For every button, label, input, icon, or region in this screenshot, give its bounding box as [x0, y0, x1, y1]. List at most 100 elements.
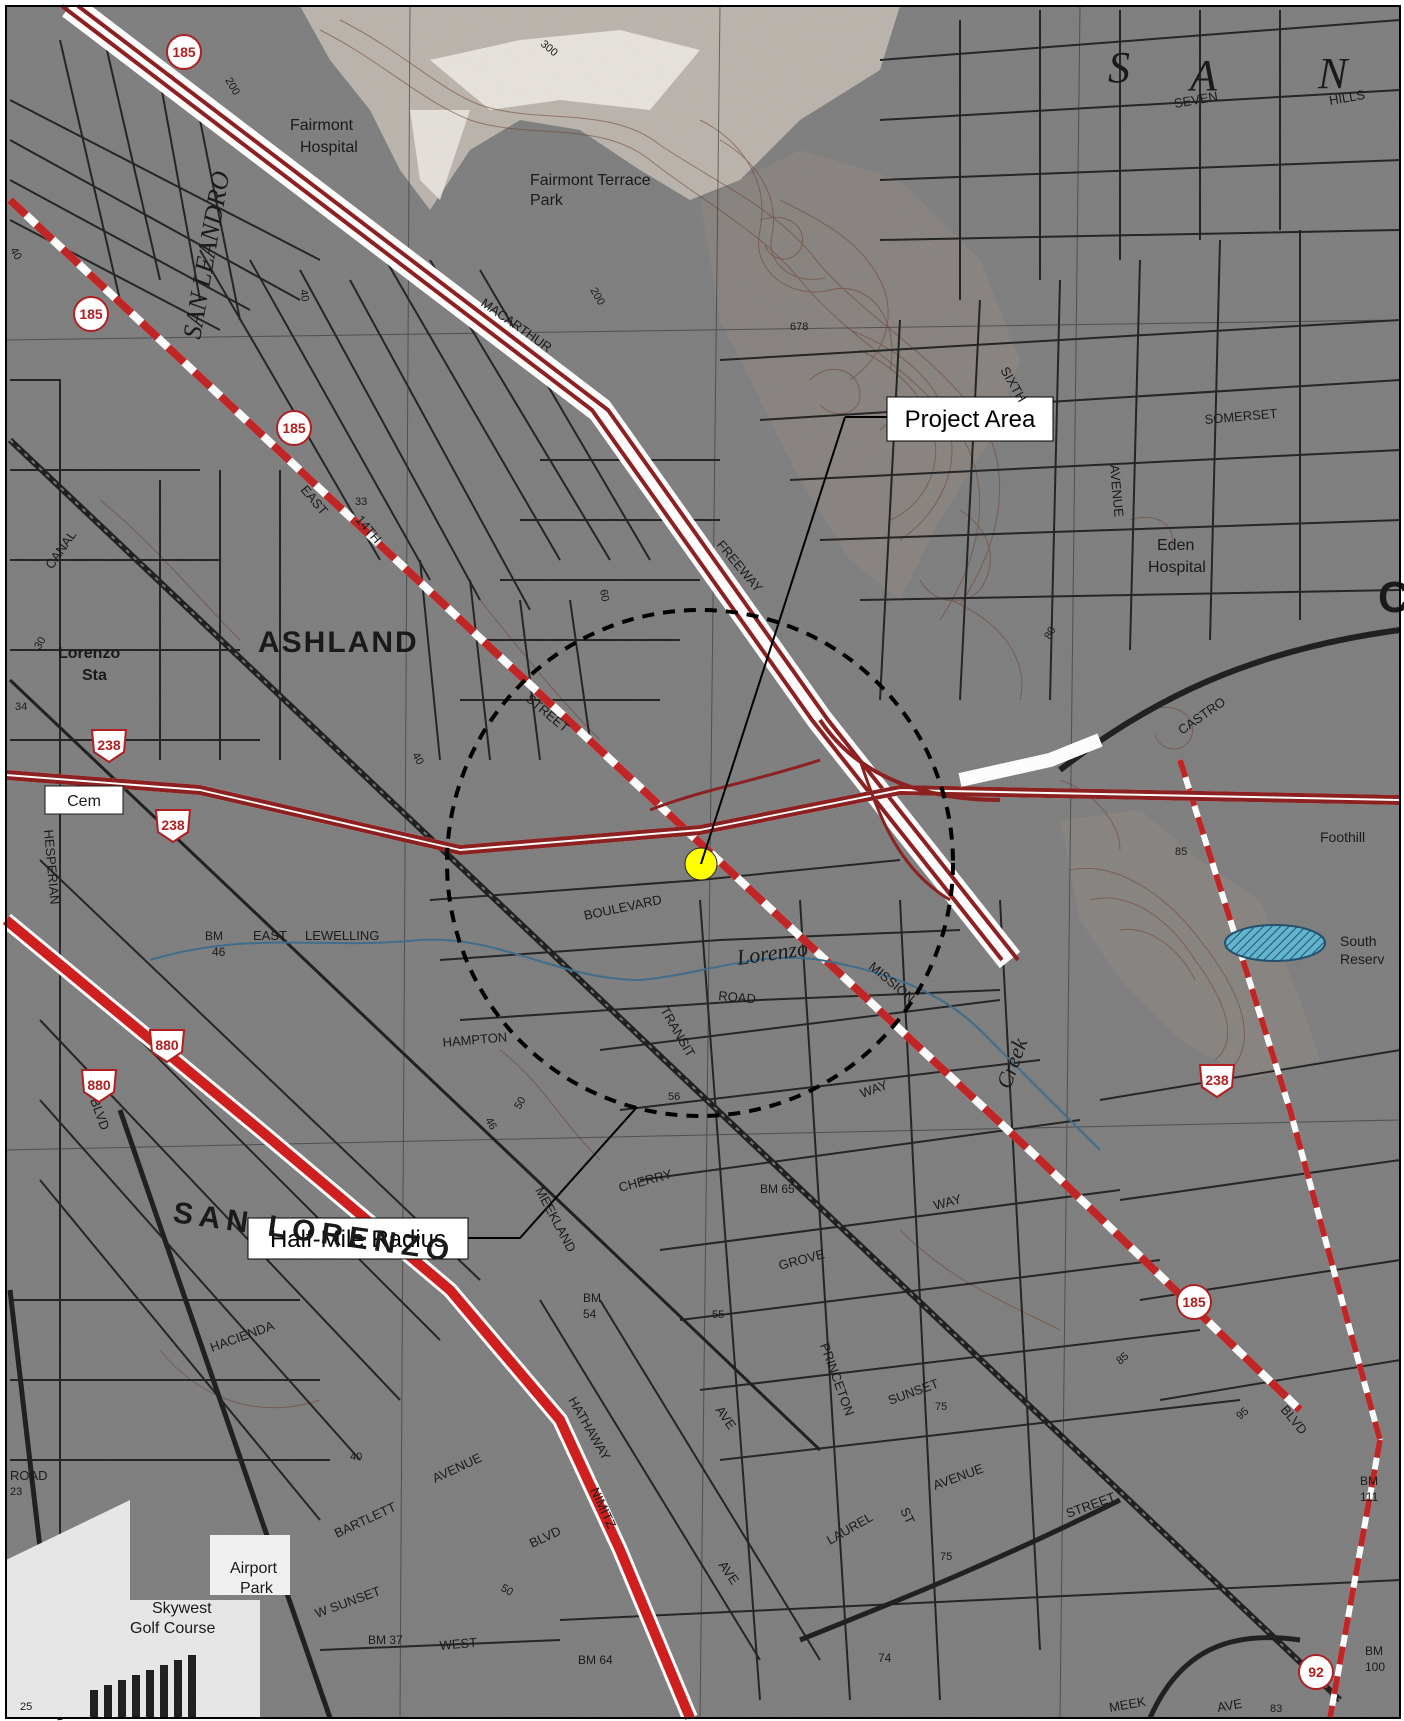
bm-64: BM 64 — [578, 1653, 613, 1667]
street-road-1: ROAD — [718, 988, 757, 1006]
region-letter: S — [1108, 43, 1130, 92]
elevation-label: 55 — [712, 1309, 724, 1321]
airport-park-1: Airport — [230, 1560, 278, 1577]
half-mile-radius-label: Half-Mile Radius — [270, 1226, 446, 1253]
cem: Cem — [67, 793, 101, 810]
svg-text:238: 238 — [97, 737, 121, 753]
bm-46-1: BM — [205, 929, 223, 943]
bm-100-1: BM — [1365, 1644, 1383, 1658]
elevation-label: 40 — [297, 288, 311, 302]
region-letter: A — [1187, 51, 1218, 100]
svg-text:238: 238 — [1205, 1072, 1229, 1088]
bm-37: BM 37 — [368, 1633, 403, 1647]
route-shield: 185 — [276, 410, 312, 446]
svg-text:185: 185 — [79, 306, 103, 322]
bm-100-2: 100 — [1365, 1660, 1385, 1674]
street-avenue-n: AVENUE — [1107, 464, 1127, 518]
fairmont-hospital-1: Fairmont — [290, 117, 354, 134]
route-shield: 185 — [73, 296, 109, 332]
half-mile-callout: Half-Mile Radius — [247, 1217, 469, 1260]
street-somerset: SOMERSET — [1204, 406, 1278, 427]
benchmark-labels: BM 46 BM 65 BM 54 BM 37 BM 64 74 BM 111 … — [205, 929, 1385, 1674]
elevation-label: 40 — [350, 1451, 362, 1463]
street-hesperian: HESPERIAN — [41, 829, 62, 905]
elevation-label: 60 — [597, 588, 611, 602]
bm-54-1: BM — [583, 1291, 601, 1305]
route-shields: 185 185 185 238 238 880 880 238 185 92 — [73, 34, 1334, 1690]
bm-65: BM 65 — [760, 1182, 795, 1196]
fairmont-terrace-2: Park — [530, 192, 564, 209]
region-letters: S A N C — [1108, 43, 1404, 622]
street-hills: HILLS — [1328, 87, 1367, 108]
elevation-label: 33 — [355, 496, 367, 508]
route-shield: 238 — [1198, 1064, 1236, 1099]
project-area-leader — [700, 416, 846, 865]
elevation-label: 34 — [15, 701, 27, 713]
street-way-2: WAY — [932, 1191, 963, 1213]
svg-text:185: 185 — [282, 420, 306, 436]
route-shield: 238 — [90, 729, 128, 764]
elevation-label: 25 — [20, 1701, 32, 1713]
elevation-label: 83 — [1270, 1703, 1282, 1715]
fairmont-hospital-2: Hospital — [300, 139, 358, 156]
route-shield: 92 — [1298, 1654, 1334, 1690]
bm-111-1: BM — [1360, 1474, 1378, 1488]
lorenzo-sta-2: Sta — [82, 667, 107, 684]
street-road-2: ROAD — [10, 1468, 48, 1483]
elevation-label: 85 — [1175, 846, 1187, 858]
svg-text:92: 92 — [1308, 1664, 1324, 1680]
bm-111-2: 111 — [1360, 1490, 1379, 1504]
project-area-label: Project Area — [905, 406, 1036, 433]
lorenzo-sta-1: Lorenzo — [58, 645, 120, 662]
route-shield: 238 — [154, 809, 192, 844]
street-east-lewelling-1: EAST — [253, 928, 287, 943]
route-shield: 880 — [148, 1029, 186, 1064]
elevation-label: 40 — [7, 246, 24, 263]
elevation-label: 56 — [668, 1091, 680, 1103]
region-letter: N — [1317, 49, 1350, 98]
svg-text:185: 185 — [1182, 1294, 1206, 1310]
svg-text:880: 880 — [87, 1077, 111, 1093]
route-shield: 185 — [1176, 1284, 1212, 1320]
svg-text:185: 185 — [172, 44, 196, 60]
street-west: WEST — [439, 1635, 478, 1653]
street-ave-3: AVE — [1216, 1696, 1244, 1715]
place-ashland: ASHLAND — [258, 626, 419, 659]
street-east-lewelling-2: LEWELLING — [305, 928, 379, 943]
elevation-label: 75 — [940, 1551, 952, 1563]
eden-hospital-2: Hospital — [1148, 559, 1206, 576]
elevation-label: 23 — [10, 1486, 22, 1498]
street-hampton: HAMPTON — [442, 1029, 508, 1050]
foothill: Foothill — [1320, 829, 1365, 845]
project-area-callout: Project Area — [886, 396, 1054, 442]
elevation-label: 80 — [1042, 625, 1059, 642]
skywest-1: Skywest — [152, 1600, 212, 1617]
fairmont-terrace-1: Fairmont Terrace — [530, 172, 651, 189]
route-shield: 185 — [166, 34, 202, 70]
elevation-label: 678 — [790, 321, 808, 333]
map-frame — [5, 5, 1401, 1719]
skywest-2: Golf Course — [130, 1620, 215, 1637]
svg-text:880: 880 — [155, 1037, 179, 1053]
bm-54-2: 54 — [583, 1307, 597, 1321]
south-reservoir-1: South — [1340, 933, 1377, 949]
bm-46-2: 46 — [212, 945, 226, 959]
route-shield: 880 — [80, 1069, 118, 1104]
street-st: ST — [897, 1505, 918, 1526]
airport-park-2: Park — [240, 1580, 274, 1597]
svg-text:238: 238 — [161, 817, 185, 833]
eden-hospital-1: Eden — [1157, 537, 1194, 554]
half-mile-radius-circle — [445, 608, 955, 1118]
bm-74: 74 — [878, 1651, 892, 1665]
elevation-label: 40 — [409, 751, 426, 768]
street-meek: MEEK — [1108, 1694, 1147, 1715]
elevation-labels: 200 300 200 678 40 40 30 34 40 56 46 50 … — [7, 38, 1282, 1715]
half-mile-leader — [468, 1106, 638, 1239]
elevation-label: 46 — [482, 1116, 499, 1133]
south-reservoir-2: Reserv — [1340, 951, 1384, 967]
elevation-label: 50 — [512, 1095, 529, 1112]
elevation-label: 75 — [935, 1401, 947, 1413]
elevation-label: 50 — [499, 1582, 516, 1599]
elevation-label: 30 — [32, 635, 49, 652]
